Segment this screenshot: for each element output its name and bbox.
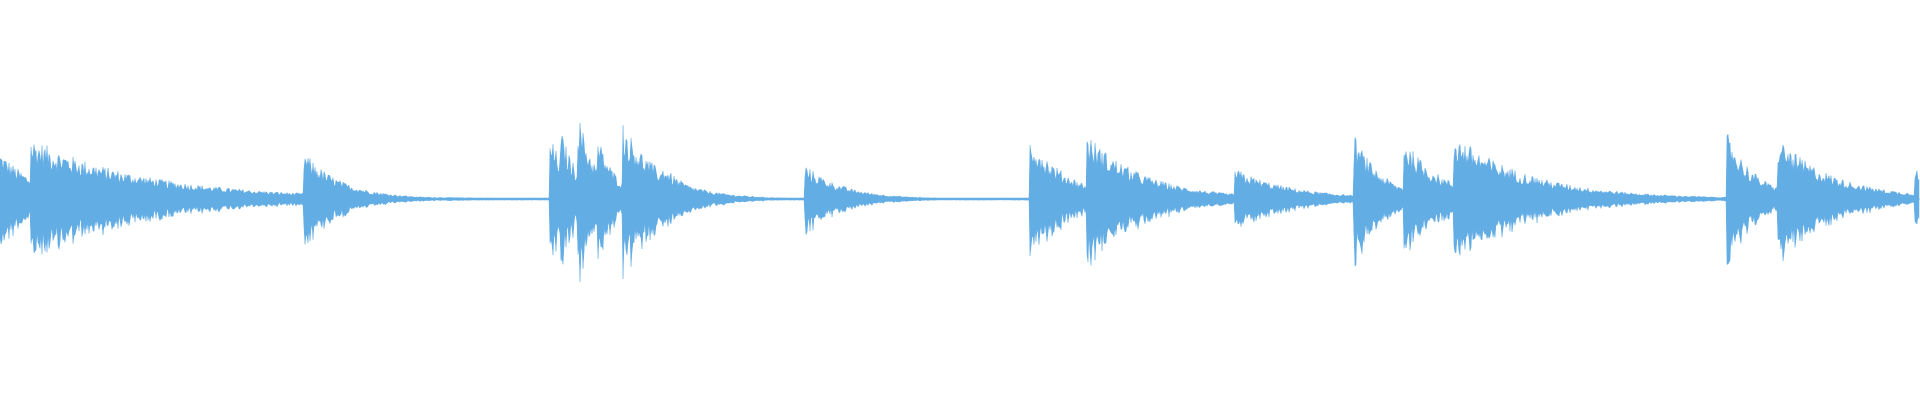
waveform-envelope bbox=[0, 122, 1920, 282]
